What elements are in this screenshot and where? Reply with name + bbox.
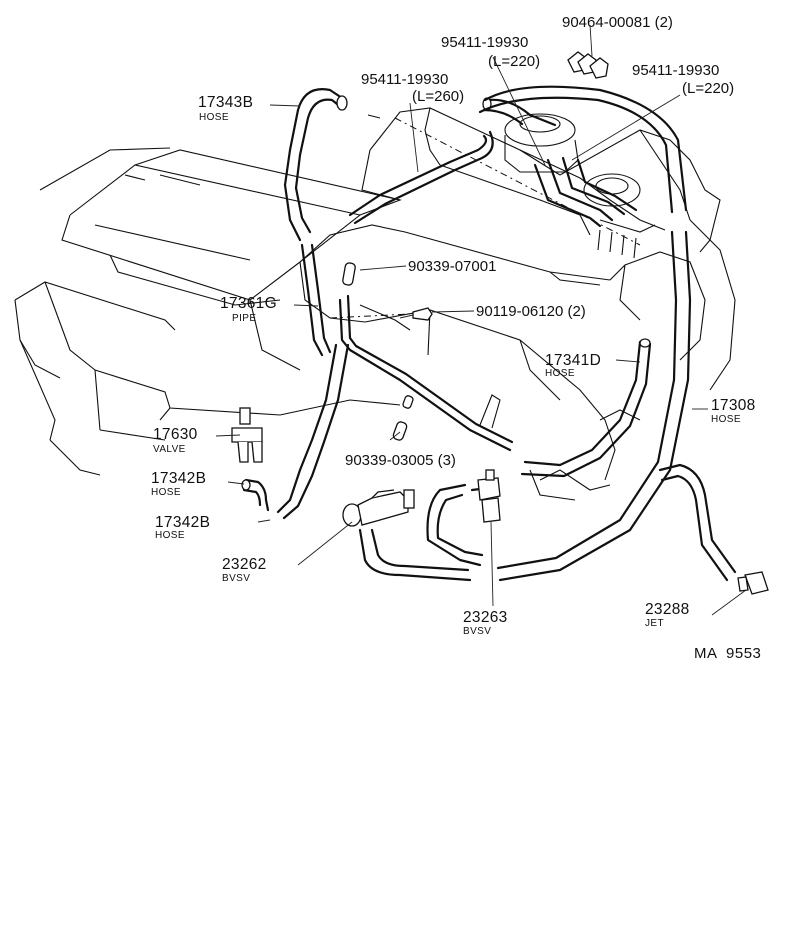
part-length: (L=260)	[412, 88, 464, 105]
small-parts	[231, 51, 769, 595]
callout-17341d: 17341D HOSE	[545, 352, 601, 379]
part-name: BVSV	[463, 626, 491, 637]
part-name: JET	[645, 618, 664, 629]
part-number: 23263	[463, 609, 508, 626]
engine-outline	[14, 107, 736, 501]
part-number: 90339-07001	[408, 258, 496, 275]
part-number: 95411-19930	[441, 34, 528, 51]
part-length: (L=220)	[488, 53, 540, 70]
callout-90464-00081: 90464-00081 (2)	[562, 14, 673, 31]
part-number: 23262	[222, 556, 267, 573]
part-number: 17342B	[155, 514, 210, 531]
part-number: 17308	[711, 397, 756, 414]
part-number: 23288	[645, 601, 690, 618]
diagram-code: MA 9553	[694, 645, 761, 662]
part-name: VALVE	[153, 444, 186, 455]
part-name: HOSE	[199, 112, 229, 123]
part-number: 17342B	[151, 470, 206, 487]
leader-lines	[215, 24, 747, 616]
part-name: BVSV	[222, 573, 250, 584]
callout-17343b: 17343B HOSE	[198, 94, 253, 123]
callout-90339-07001: 90339-07001	[408, 258, 496, 275]
part-number: 95411-19930	[361, 71, 448, 88]
callout-17630: 17630 VALVE	[153, 426, 198, 455]
part-number: 90339-03005 (3)	[345, 452, 456, 469]
part-name: HOSE	[711, 414, 741, 425]
part-number: 95411-19930	[632, 62, 719, 79]
callout-23263: 23263 BVSV	[463, 609, 508, 637]
callout-95411-19930-right: 95411-19930 (L=220)	[632, 62, 734, 97]
part-name: HOSE	[155, 530, 185, 541]
callout-95411-19930-center: 95411-19930 (L=220)	[441, 34, 540, 70]
callout-90339-03005: 90339-03005 (3)	[345, 452, 456, 469]
part-number: 17361G	[220, 295, 277, 312]
part-name: PIPE	[232, 313, 256, 324]
callout-17361g: 17361G PIPE	[220, 295, 277, 324]
part-number: 17341D	[545, 352, 601, 369]
callout-23262: 23262 BVSV	[222, 556, 267, 584]
callout-17342b-upper: 17342B HOSE	[151, 470, 206, 498]
part-number: 17630	[153, 426, 198, 443]
callout-95411-19930-left: 95411-19930 (L=260)	[361, 71, 464, 105]
callout-17342b-lower: 17342B HOSE	[155, 514, 210, 541]
part-name: HOSE	[545, 368, 575, 379]
part-number: 90464-00081 (2)	[562, 14, 673, 31]
callout-17308: 17308 HOSE	[711, 397, 756, 425]
part-number: 90119-06120 (2)	[476, 303, 586, 320]
part-length: (L=220)	[682, 80, 734, 97]
callout-23288: 23288 JET	[645, 601, 690, 629]
hoses	[241, 85, 737, 582]
part-name: HOSE	[151, 487, 181, 498]
callout-90119-06120: 90119-06120 (2)	[476, 303, 586, 320]
part-number: 17343B	[198, 94, 253, 111]
